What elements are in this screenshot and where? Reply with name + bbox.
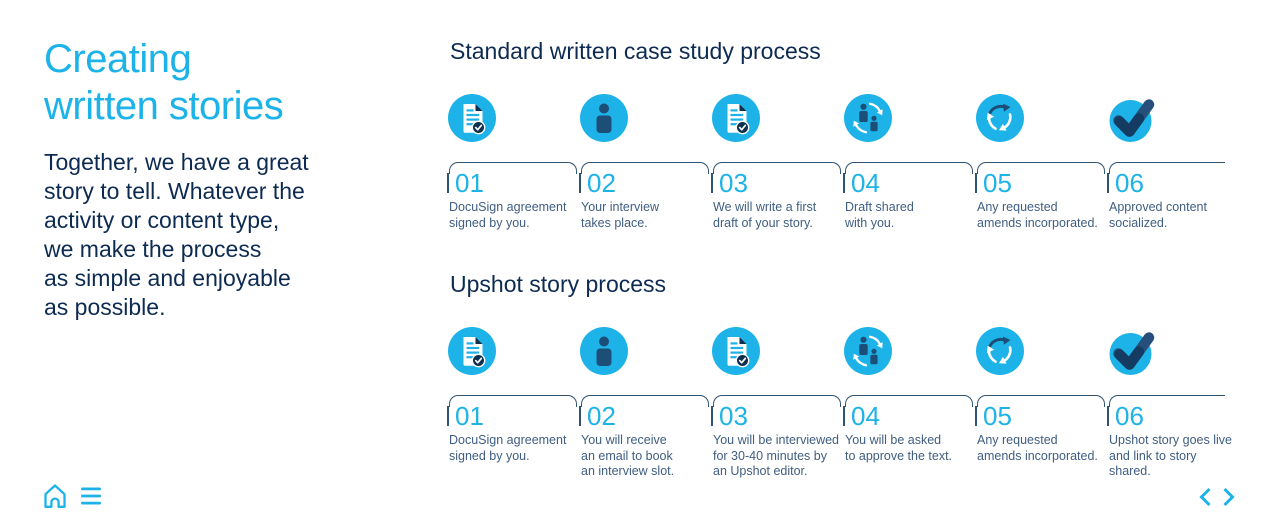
step-tick (975, 406, 977, 426)
step-2: 02 You will receive an email to book an … (579, 403, 707, 480)
bracket-segment (977, 162, 1105, 174)
check-large-icon (1108, 94, 1156, 142)
step-5: 05 Any requested amends incorporated. (975, 170, 1103, 231)
step-description: DocuSign agreement signed by you. (449, 200, 567, 230)
chevron-left-icon (1199, 487, 1211, 507)
person-icon (580, 327, 628, 375)
step-tick (711, 406, 713, 426)
step-6: 06 Approved content socialized. (1107, 170, 1235, 231)
step-description: Upshot story goes live and link to story… (1109, 433, 1232, 478)
step-1: 01 DocuSign agreement signed by you. (447, 403, 575, 464)
timeline-standard: Standard written case study process 01 D… (0, 0, 1280, 260)
home-button[interactable] (40, 481, 70, 511)
next-slide-button[interactable] (1221, 487, 1237, 507)
people-sync-icon (844, 94, 892, 142)
step-description: Draft shared with you. (845, 200, 914, 230)
step-number: 03 (719, 168, 748, 198)
step-tick (843, 173, 845, 193)
step-number: 03 (719, 401, 748, 431)
bracket-segment (449, 395, 577, 407)
document-check-icon (712, 327, 760, 375)
bracket-segment (713, 395, 841, 407)
people-sync-icon (844, 327, 892, 375)
menu-button[interactable] (80, 486, 102, 506)
step-2: 02 Your interview takes place. (579, 170, 707, 231)
step-tick (1107, 406, 1109, 426)
step-1: 01 DocuSign agreement signed by you. (447, 170, 575, 231)
step-number: 02 (587, 168, 616, 198)
home-icon (44, 484, 66, 508)
timeline-heading: Upshot story process (450, 271, 667, 297)
step-number: 05 (983, 401, 1012, 431)
step-tick (711, 173, 713, 193)
bracket-segment (449, 162, 577, 174)
document-check-icon (712, 94, 760, 142)
step-number: 02 (587, 401, 616, 431)
step-tick (447, 173, 449, 193)
step-4: 04 Draft shared with you. (843, 170, 971, 231)
step-description: Any requested amends incorporated. (977, 200, 1098, 230)
step-5: 05 Any requested amends incorporated. (975, 403, 1103, 464)
step-6: 06 Upshot story goes live and link to st… (1107, 403, 1241, 480)
step-number: 04 (851, 401, 880, 431)
refresh-cycle-icon (976, 94, 1024, 142)
menu-icon (81, 487, 101, 505)
step-number: 06 (1115, 168, 1144, 198)
chevron-right-icon (1223, 487, 1235, 507)
step-description: Approved content socialized. (1109, 200, 1207, 230)
step-description: Your interview takes place. (581, 200, 660, 230)
timeline-upshot: Upshot story process 01 DocuSign agreeme… (0, 233, 1280, 493)
bracket-segment (713, 162, 841, 174)
bracket-segment (581, 395, 709, 407)
step-3: 03 We will write a first draft of your s… (711, 170, 839, 231)
step-tick (579, 173, 581, 193)
page-title: Creating written stories (44, 37, 284, 128)
step-description: You will be asked to approve the text. (845, 433, 953, 463)
bracket-segment (1109, 162, 1225, 174)
step-number: 06 (1115, 401, 1144, 431)
step-number: 04 (851, 168, 880, 198)
step-description: Any requested amends incorporated. (977, 433, 1098, 463)
step-4: 04 You will be asked to approve the text… (843, 403, 971, 464)
bracket-segment (977, 395, 1105, 407)
document-check-icon (448, 94, 496, 142)
step-number: 05 (983, 168, 1012, 198)
step-description: We will write a first draft of your stor… (713, 200, 817, 230)
document-check-icon (448, 327, 496, 375)
timeline-heading: Standard written case study process (450, 38, 821, 64)
bracket-segment (845, 395, 973, 407)
step-tick (975, 173, 977, 193)
person-icon (580, 94, 628, 142)
check-large-icon (1108, 327, 1156, 375)
bracket-segment (845, 162, 973, 174)
step-description: DocuSign agreement signed by you. (449, 433, 567, 463)
bracket-segment (581, 162, 709, 174)
refresh-cycle-icon (976, 327, 1024, 375)
bracket-segment (1109, 395, 1225, 407)
step-tick (843, 406, 845, 426)
intro-text: Together, we have a great story to tell.… (44, 149, 309, 320)
step-number: 01 (455, 168, 484, 198)
step-3: 03 You will be interviewed for 30-40 min… (711, 403, 845, 480)
step-tick (579, 406, 581, 426)
step-number: 01 (455, 401, 484, 431)
step-description: You will be interviewed for 30-40 minute… (713, 433, 840, 478)
step-description: You will receive an email to book an int… (581, 433, 675, 478)
step-tick (447, 406, 449, 426)
previous-slide-button[interactable] (1197, 487, 1213, 507)
step-tick (1107, 173, 1109, 193)
